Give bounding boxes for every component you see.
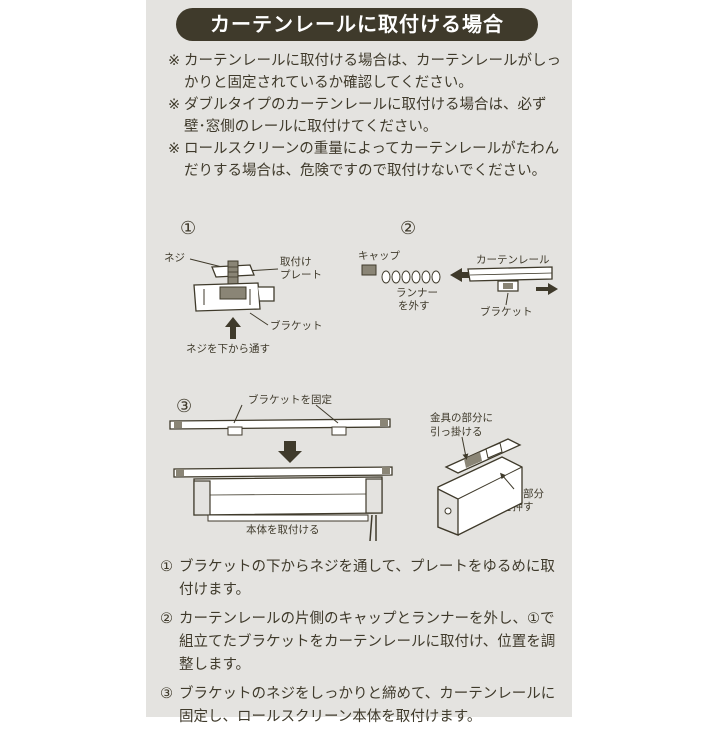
- label-plate: プレート: [280, 269, 322, 281]
- label-mount-body: 本体を取付ける: [246, 523, 320, 536]
- step-text: ブラケットのネジをしっかりと締めて、カーテンレールに固定し、ロールスクリーン本体…: [179, 686, 556, 725]
- step-item: ① ブラケットの下からネジを通して、プレートをゆるめに取付けます。: [160, 556, 565, 602]
- note-text: カーテンレールに取付ける場合は、カーテンレールがしっかりと固定されているか確認し…: [184, 53, 561, 91]
- label-screw: ネジ: [164, 252, 185, 264]
- left-arrow-icon: [450, 268, 472, 282]
- hook-arrow: [461, 436, 469, 460]
- bracket: [227, 426, 243, 436]
- leader-line: [189, 258, 223, 268]
- right-arrow-icon: [536, 283, 558, 295]
- roll-screen-body: [193, 476, 383, 516]
- caution-notes: ※ カーテンレールに取付ける場合は、カーテンレールがしっかりと固定されているか確…: [168, 50, 564, 182]
- rail-cap: [361, 264, 377, 276]
- label-runner: ランナー: [396, 287, 438, 299]
- instruction-steps: ① ブラケットの下からネジを通して、プレートをゆるめに取付けます。 ② カーテン…: [160, 556, 565, 735]
- label-hook: 金具の部分に: [430, 411, 493, 424]
- figure-number: ③: [176, 396, 192, 417]
- leader-line: [249, 312, 269, 326]
- label-bracket: ブラケット: [480, 305, 533, 318]
- step-item: ② カーテンレールの片側のキャップとランナーを外し、①で組立てたブラケットをカー…: [160, 608, 565, 677]
- leader-line: [233, 404, 243, 424]
- label-rail: カーテンレール: [476, 254, 550, 266]
- label-cap: キャップ: [358, 250, 400, 262]
- figure-1-bracket-assembly: ① ネジ 取付け プレート ブラケット ネジを下から通す: [164, 218, 323, 355]
- up-arrow-icon: [225, 317, 241, 339]
- figure-number: ①: [180, 218, 196, 239]
- label-runner: を外す: [398, 300, 430, 312]
- leader-line: [315, 404, 339, 424]
- pull-chain: [369, 514, 373, 542]
- step-text: カーテンレールの片側のキャップとランナーを外し、①で組立てたブラケットをカーテン…: [179, 611, 556, 673]
- section-title: カーテンレールに取付ける場合: [176, 8, 538, 41]
- caution-note: ※ カーテンレールに取付ける場合は、カーテンレールがしっかりと固定されているか確…: [168, 50, 564, 94]
- step-number: ①: [160, 559, 173, 575]
- figure-3-mount-body: ③ ブラケットを固定 本体を取付ける: [169, 393, 393, 542]
- step-item: ③ ブラケットのネジをしっかりと締めて、カーテンレールに固定し、ロールスクリーン…: [160, 683, 565, 729]
- step-number: ②: [160, 611, 173, 627]
- down-arrow-icon: [278, 441, 302, 463]
- step-number: ③: [160, 686, 173, 702]
- label-screw-through: ネジを下から通す: [186, 343, 270, 355]
- screw: [227, 260, 239, 286]
- curtain-rail: [173, 466, 393, 478]
- figure-2-rail-prep: ② キャップ カーテンレール ランナー を外す ブラケット: [358, 218, 558, 318]
- note-text: ダブルタイプのカーテンレールに取付ける場合は、必ず壁･窓側のレールに取付けてくだ…: [184, 97, 547, 135]
- curtain-rail: [169, 418, 391, 430]
- label-plate: 取付け: [280, 255, 312, 268]
- label-fix-bracket: ブラケットを固定: [248, 393, 332, 406]
- caution-note: ※ ダブルタイプのカーテンレールに取付ける場合は、必ず壁･窓側のレールに取付けて…: [168, 94, 564, 138]
- leader-line: [505, 292, 509, 306]
- instruction-panel: [146, 0, 572, 717]
- note-mark: ※: [168, 97, 181, 113]
- push-arrow: [500, 472, 515, 490]
- bracket: [331, 426, 347, 436]
- label-bracket: ブラケット: [270, 319, 323, 332]
- step-text: ブラケットの下からネジを通して、プレートをゆるめに取付けます。: [179, 559, 555, 598]
- runners: [381, 270, 441, 284]
- caution-note: ※ ロールスクリーンの重量によってカーテンレールがたわんだりする場合は、危険です…: [168, 138, 564, 182]
- note-mark: ※: [168, 141, 181, 157]
- note-text: ロールスクリーンの重量によってカーテンレールがたわんだりする場合は、危険ですので…: [184, 141, 560, 179]
- installation-diagram: ① ネジ 取付け プレート ブラケット ネジを下から通す ② キャップ カーテン…: [164, 218, 558, 542]
- figure-number: ②: [400, 218, 416, 239]
- label-hook: 引っ掛ける: [430, 425, 483, 438]
- note-mark: ※: [168, 53, 181, 69]
- figure-4-detail: 金具の部分に 引っ掛ける この部分 を押す: [430, 411, 544, 536]
